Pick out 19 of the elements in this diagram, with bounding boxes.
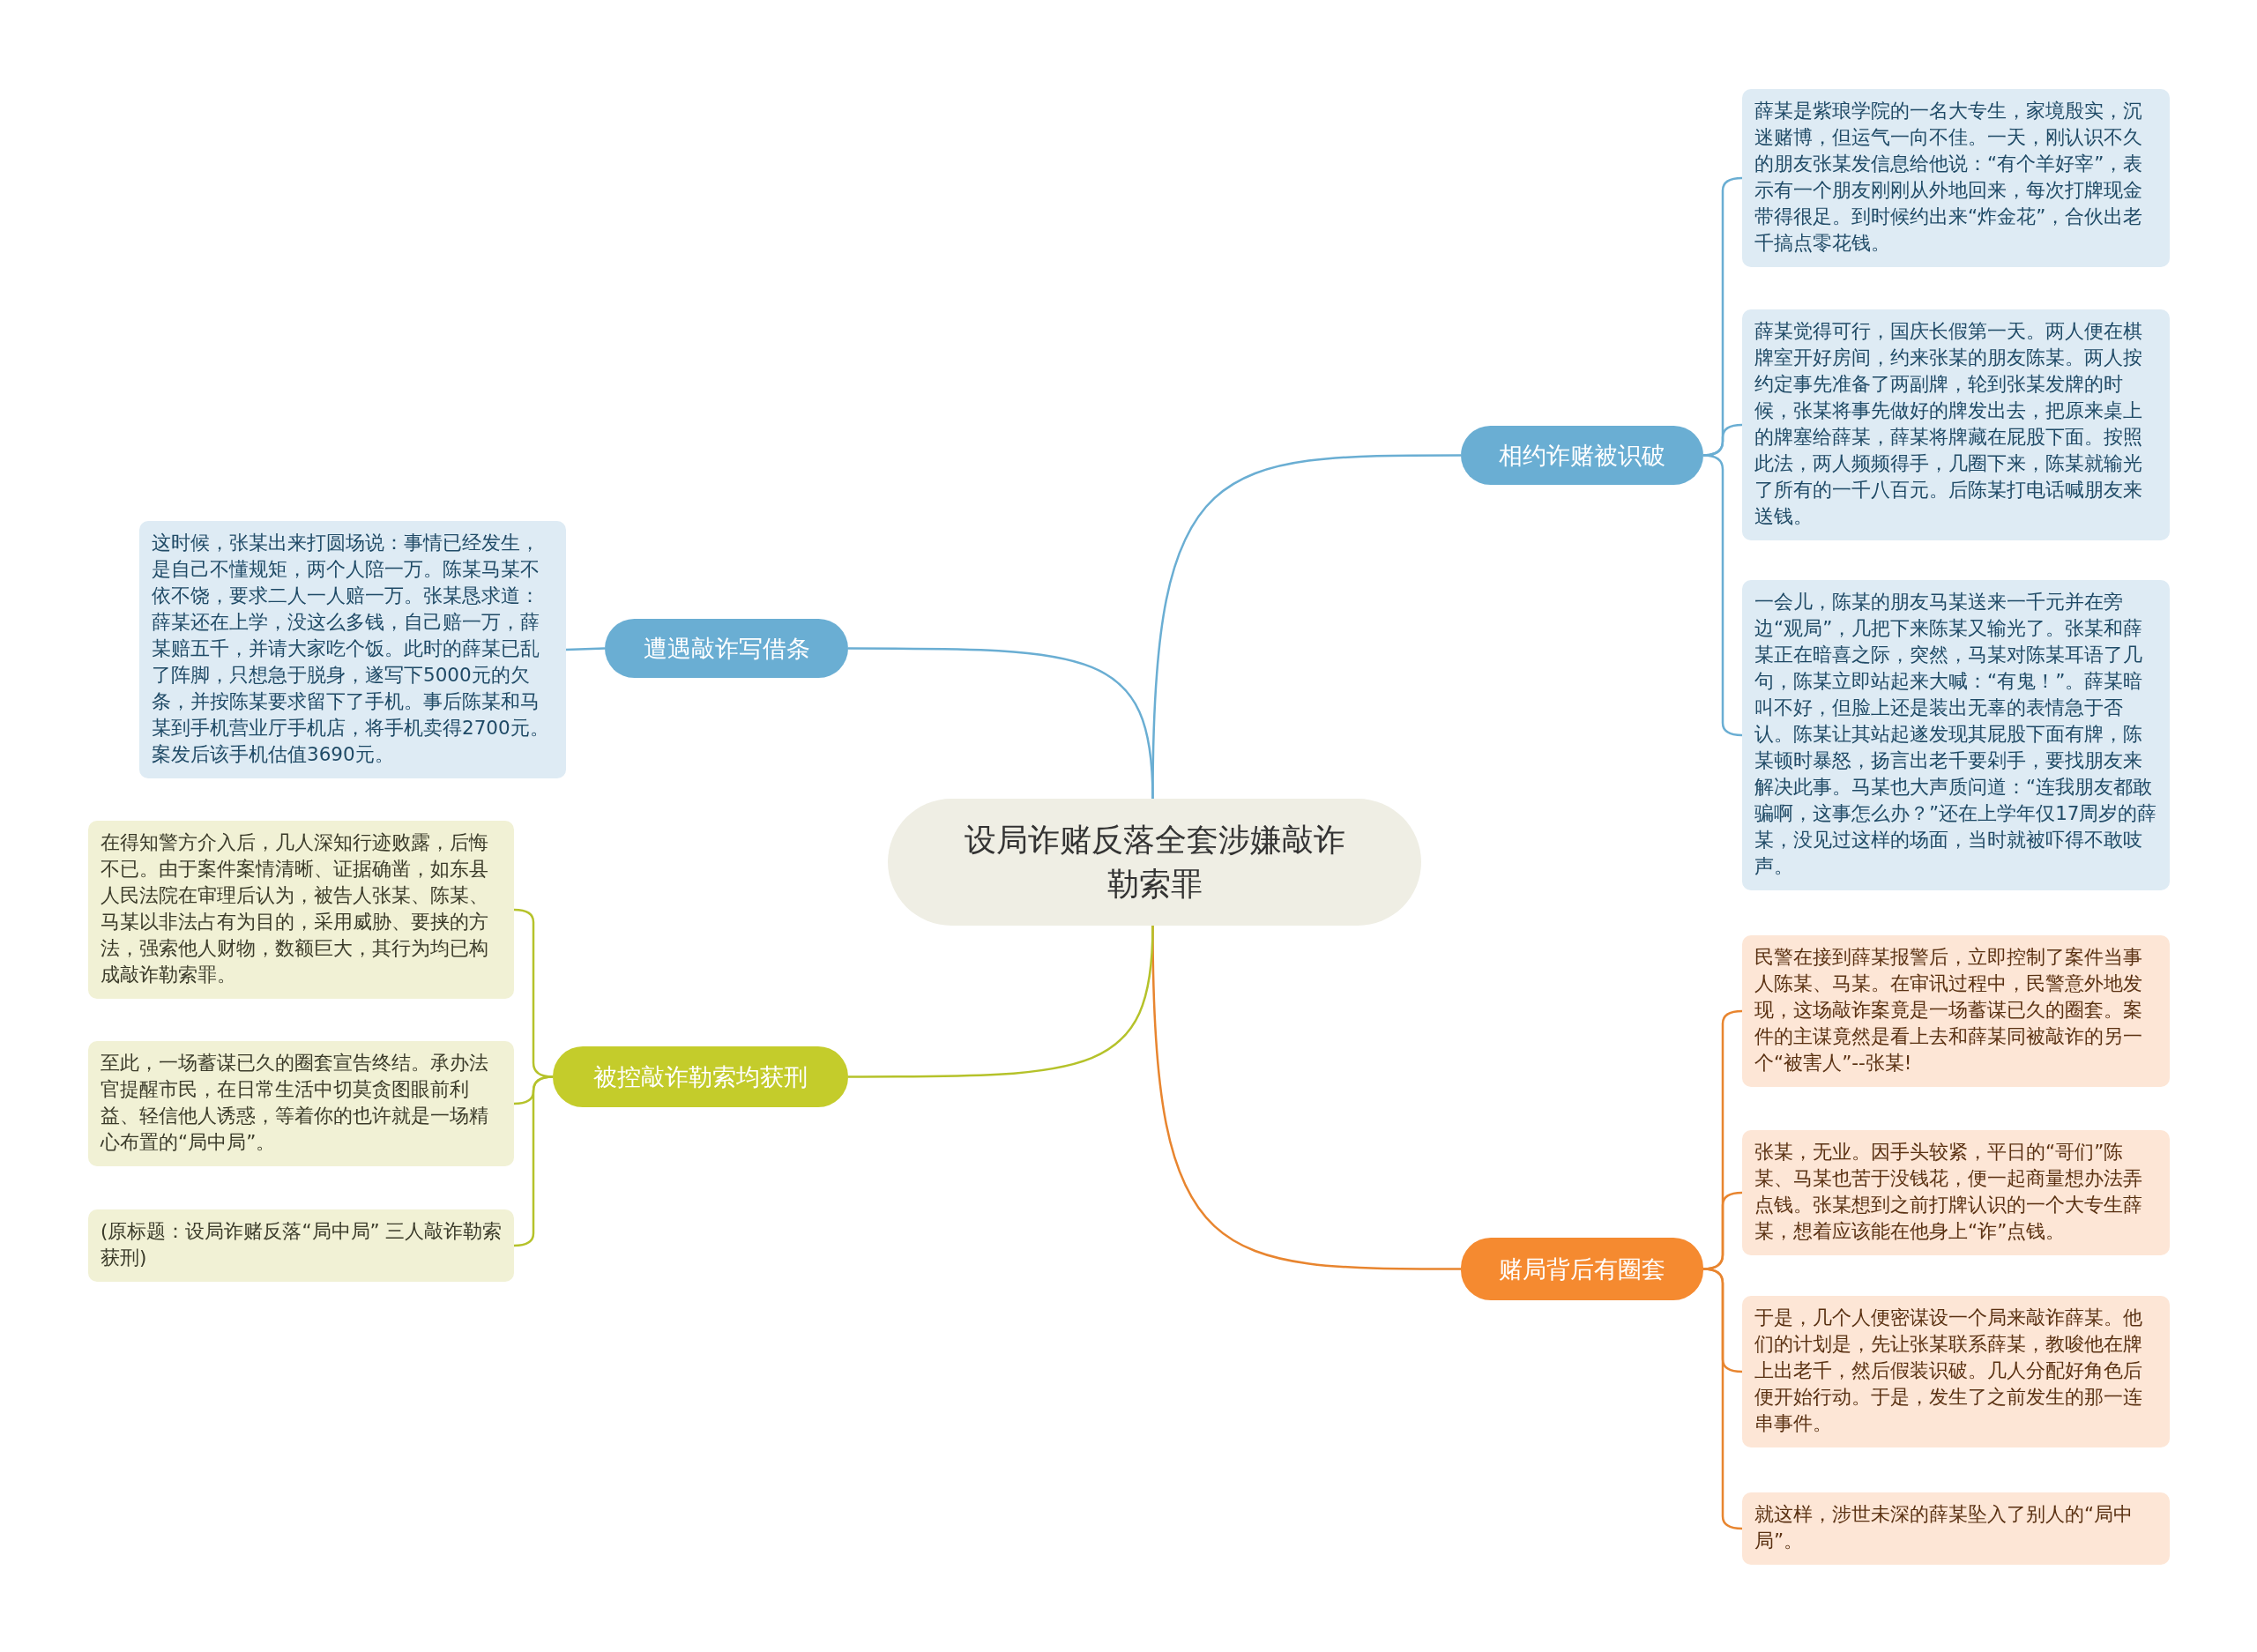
- topic-box: 相约诈赌被识破: [1461, 426, 1703, 485]
- note-box: 薛某是紫琅学院的一名大专生，家境殷实，沉迷赌博，但运气一向不佳。一天，刚认识不久的朋友张某发信息给他说：“有个羊好宰”，表示有一个朋友刚刚从外地回来，每次打牌现金带得很足。到时候约出来“炸金花”，合伙出老千搞点零花钱。: [1742, 89, 2170, 267]
- note-box: 至此，一场蓄谋已久的圈套宣告终结。承办法官提醒市民，在日常生活中切莫贪图眼前利益、轻信他人诱惑，等着你的也许就是一场精心布置的“局中局”。: [88, 1041, 514, 1166]
- topic-box: 遭遇敲诈写借条: [605, 619, 848, 678]
- note-box: 这时候，张某出来打圆场说：事情已经发生，是自己不懂规矩，两个人陪一万。陈某马某不依不饶，要求二人一人赔一万。张某恳求道：薛某还在上学，没这么多钱，自己赔一万，薛某赔五千，并请大家吃个饭。此时的薛某已乱了阵脚，只想急于脱身，遂写下5000元的欠条，并按陈某要求留下了手机。事后陈某和马某到手机营业厅手机店，将手机卖得2700元。案发后该手机估值3690元。: [139, 521, 566, 778]
- topic-box: 赌局背后有圈套: [1461, 1238, 1703, 1300]
- connector-line: [848, 647, 1154, 800]
- note-box: 张某，无业。因手头较紧，平日的“哥们”陈某、马某也苦于没钱花，便一起商量想办法弄点钱。张某想到之前打牌认识的一个大专生薛某，想着应该能在他身上“诈”点钱。: [1742, 1130, 2170, 1255]
- note-box: 薛某觉得可行，国庆长假第一天。两人便在棋牌室开好房间，约来张某的朋友陈某。两人按约定事先准备了两副牌，轮到张某发牌的时候，张某将事先做好的牌发出去，把原来桌上的牌塞给薛某，薛某将牌藏在屁股下面。按照此法，两人频频得手，几圈下来，陈某就输光了所有的一千八百元。后陈某打电话喊朋友来送钱。: [1742, 309, 2170, 540]
- topic-box: 被控敲诈勒索均获刑: [553, 1046, 848, 1107]
- central-topic-box: 设局诈赌反落全套涉嫌敲诈勒索罪: [888, 799, 1421, 926]
- note-box: 在得知警方介入后，几人深知行迹败露，后悔不已。由于案件案情清晰、证据确凿，如东县人民法院在审理后认为，被告人张某、陈某、马某以非法占有为目的，采用威胁、要挟的方法，强索他人财物，数额巨大，其行为均已构成敲诈勒索罪。: [88, 821, 514, 999]
- note-box: 就这样，涉世未深的薛某坠入了别人的“局中局”。: [1742, 1492, 2170, 1565]
- connector-line: [565, 647, 606, 651]
- note-box: 于是，几个人便密谋设一个局来敲诈薛某。他们的计划是，先让张某联系薛某，教唆他在牌上出老千，然后假装识破。几人分配好角色后便开始行动。于是，发生了之前发生的那一连串事件。: [1742, 1296, 2170, 1447]
- connector-line: [848, 925, 1154, 1078]
- note-box: 一会儿，陈某的朋友马某送来一千元并在旁边“观局”，几把下来陈某又输光了。张某和薛某正在暗喜之际，突然，马某对陈某耳语了几句，陈某立即站起来大喊：“有鬼！”。薛某暗叫不好，但脸上还是装出无辜的表情急于否认。陈某让其站起遂发现其屁股下面有牌，陈某顿时暴怒，扬言出老千要剁手，要找朋友来解决此事。马某也大声质问道：“连我朋友都敢骗啊，这事怎么办？”还在上学年仅17周岁的薛某，没见过这样的场面，当时就被吓得不敢吱声。: [1742, 580, 2170, 890]
- note-box: 民警在接到薛某报警后，立即控制了案件当事人陈某、马某。在审讯过程中，民警意外地发现，这场敲诈案竟是一场蓄谋已久的圈套。案件的主谋竟然是看上去和薛某同被敲诈的另一个“被害人”--张某!: [1742, 935, 2170, 1087]
- note-box: (原标题：设局诈赌反落“局中局” 三人敲诈勒索获刑): [88, 1209, 514, 1282]
